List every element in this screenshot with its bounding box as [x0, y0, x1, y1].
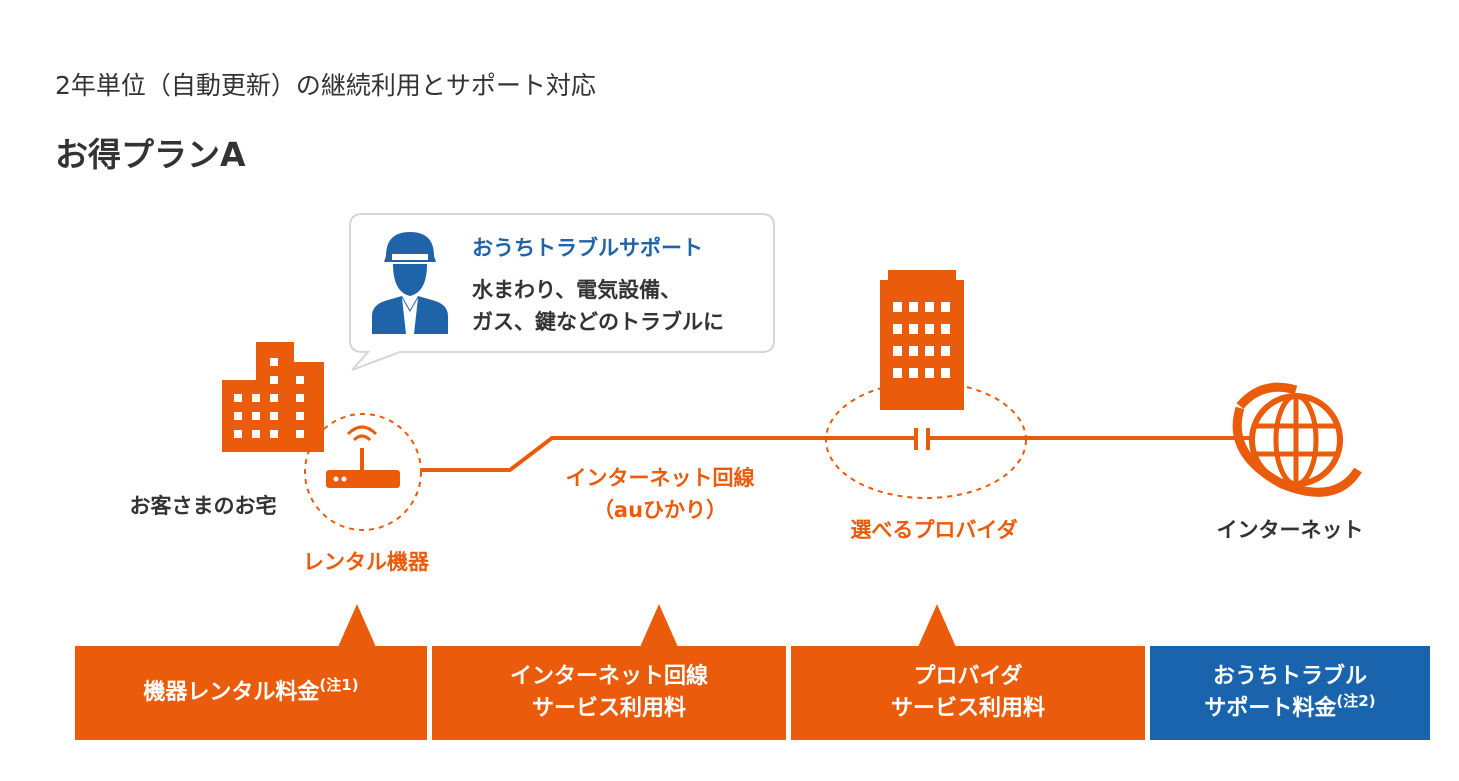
router-label: レンタル機器 — [303, 550, 429, 574]
arrow-up-icon — [338, 604, 376, 647]
support-title: おうちトラブルサポート — [472, 236, 703, 260]
fee-box-line: インターネット回線 サービス利用料 — [432, 646, 786, 740]
arrow-up-icon — [640, 604, 678, 647]
fee-label: インターネット回線 — [509, 664, 708, 690]
support-line-1: 水まわり、電気設備、 — [472, 278, 682, 302]
support-bubble — [349, 213, 775, 371]
provider-ellipse — [825, 381, 1027, 499]
plan-title: お得プランA — [55, 135, 246, 174]
fee-label: サービス利用料 — [890, 696, 1045, 721]
connection-line — [422, 436, 1250, 472]
fee-box-provider: プロバイダ サービス利用料 — [791, 646, 1145, 740]
fee-label: おうちトラブル — [1212, 664, 1367, 690]
fee-box-rental: 機器レンタル料金(注1) — [75, 646, 427, 740]
home-label: お客さまのお宅 — [129, 494, 277, 518]
house-building-icon — [222, 342, 324, 452]
provider-label: 選べるプロバイダ — [850, 518, 1018, 542]
fee-label: プロバイダ — [913, 664, 1023, 690]
fee-note: (注2) — [1336, 692, 1376, 710]
fee-box-support: おうちトラブル サポート料金(注2) — [1150, 646, 1430, 740]
globe-icon — [1232, 382, 1362, 497]
connector-icon — [914, 428, 930, 450]
provider-building-icon — [880, 270, 964, 410]
arrow-up-icon — [918, 604, 956, 647]
fee-note: (注1) — [319, 676, 359, 695]
support-line-2: ガス、鍵などのトラブルに — [472, 310, 724, 334]
page-subtitle: 2年単位（自動更新）の継続利用とサポート対応 — [55, 71, 596, 100]
router-icon — [326, 425, 400, 488]
fee-label: サポート料金 — [1204, 696, 1337, 721]
fee-label: サービス利用料 — [531, 696, 686, 721]
internet-label: インターネット — [1216, 518, 1364, 542]
router-circle — [304, 413, 422, 531]
support-person-icon — [372, 232, 448, 334]
fee-label: 機器レンタル料金 — [143, 680, 320, 706]
line-sublabel: （auひかり） — [592, 498, 728, 522]
line-label: インターネット回線 — [565, 466, 755, 490]
